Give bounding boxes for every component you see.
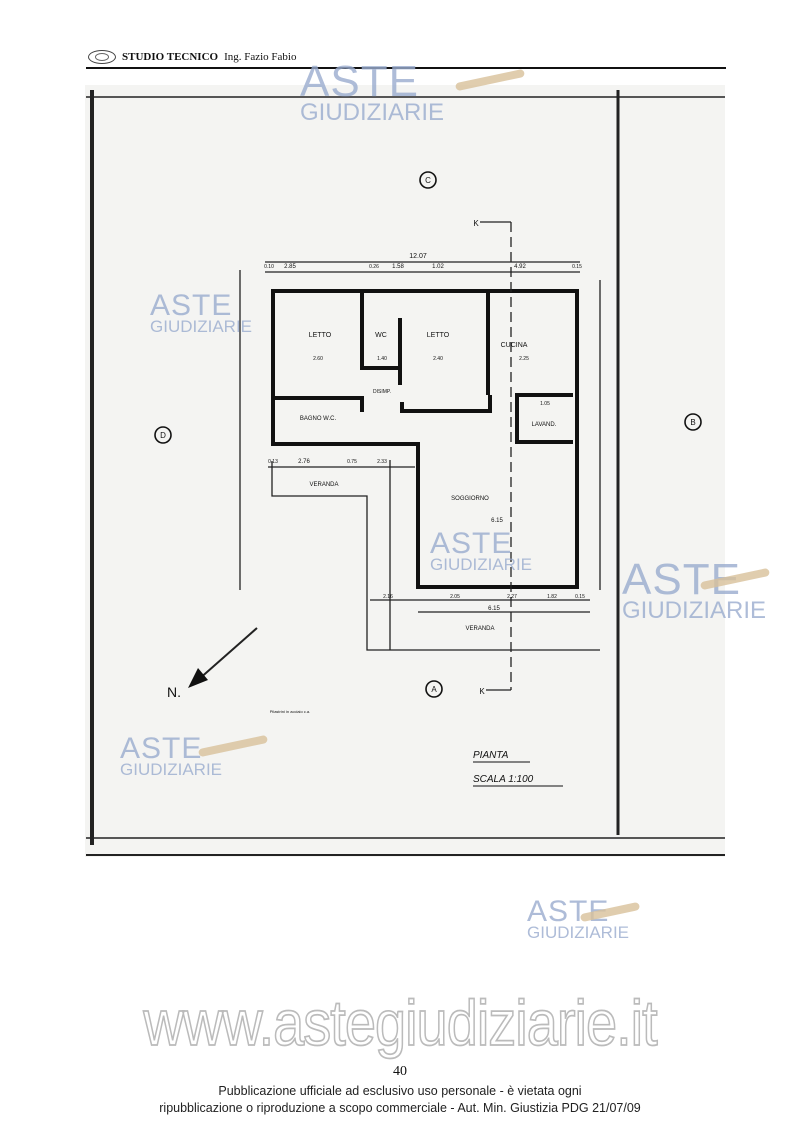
marker-a-label: A	[431, 685, 437, 694]
north-label: N.	[167, 684, 181, 700]
studio-name: STUDIO TECNICO	[122, 51, 219, 63]
note: Pilastrini in acciaio c.a.	[270, 709, 310, 714]
dim: 6.15	[491, 518, 503, 524]
dim: 1.58	[392, 264, 404, 270]
footer-line-2: ripubblicazione o riproduzione a scopo c…	[159, 1101, 641, 1115]
room-label: DISIMP.	[373, 389, 391, 395]
marker-d-label: D	[160, 431, 166, 440]
dim: 2.27	[507, 594, 517, 600]
room-label: VERANDA	[309, 482, 338, 488]
dim: 0.15	[575, 594, 585, 600]
room-label: VERANDA	[465, 626, 494, 632]
dim: 2.76	[298, 459, 310, 465]
section-mark-top: K	[473, 219, 479, 228]
dim: 0.26	[369, 264, 379, 270]
room-label: BAGNO W.C.	[300, 416, 337, 422]
marker-b	[684, 413, 702, 431]
room-label: SOGGIORNO	[451, 496, 489, 502]
dim: 2.05	[450, 594, 460, 600]
dim: 2.40	[433, 356, 443, 362]
dim-overall: 12.07	[409, 253, 427, 260]
dim: 2.16	[383, 594, 393, 600]
marker-c-label: C	[425, 176, 431, 185]
engineer-name: Ing. Fazio Fabio	[224, 51, 297, 63]
dim: 6.15	[488, 606, 500, 612]
walls	[271, 289, 579, 589]
dim: 1.40	[377, 356, 387, 362]
page-number: 40	[393, 1064, 407, 1079]
page-header: STUDIO TECNICO Ing. Fazio Fabio	[88, 50, 297, 64]
room-label: LETTO	[309, 332, 332, 339]
dim: 2.33	[377, 459, 387, 465]
plan-title: PIANTA	[473, 750, 509, 761]
marker-d	[154, 426, 172, 444]
dim: 0.75	[347, 459, 357, 465]
footer-line-1: Pubblicazione ufficiale ad esclusivo uso…	[218, 1084, 582, 1098]
dim: 4.92	[514, 264, 526, 270]
watermark-site: www.astegiudiziarie.it	[143, 985, 659, 1059]
studio-logo-icon	[88, 50, 116, 64]
dim: 2.25	[519, 356, 529, 362]
dim: 2.85	[284, 264, 296, 270]
room-label: CUCINA	[501, 342, 528, 349]
marker-a	[425, 680, 443, 698]
header-rule	[86, 67, 726, 69]
plan-scale: SCALA 1:100	[473, 774, 534, 785]
dim: 1.05	[540, 401, 550, 407]
dim: 0.15	[572, 264, 582, 270]
room-label: WC	[375, 332, 387, 339]
dim: 1.82	[547, 594, 557, 600]
marker-b-label: B	[690, 418, 695, 427]
dim: 2.60	[313, 356, 323, 362]
dim: 0.10	[264, 264, 274, 270]
marker-c	[419, 171, 437, 189]
dim: 1.02	[432, 264, 444, 270]
room-label: LAVAND.	[532, 422, 557, 428]
room-label: LETTO	[427, 332, 450, 339]
dim: 0.13	[268, 459, 278, 465]
section-mark-bottom: K	[479, 687, 485, 696]
